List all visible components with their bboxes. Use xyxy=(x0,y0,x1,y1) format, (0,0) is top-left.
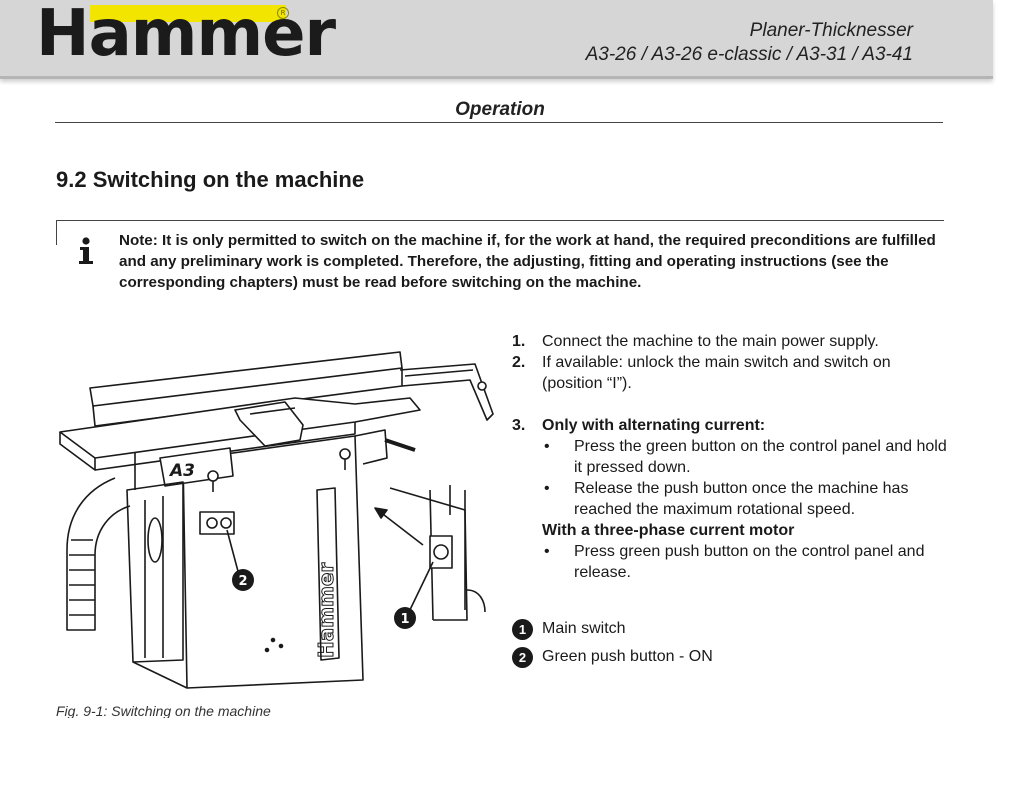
machine-figure: A3 Hammer 2 1 xyxy=(59,351,494,689)
section-label: Operation xyxy=(455,99,545,120)
svg-text:1: 1 xyxy=(400,612,409,627)
page-heading: 9.2 Switching on the machine xyxy=(56,167,365,192)
machine-side-brand: Hammer xyxy=(314,563,338,658)
brand-logo: Hammer xyxy=(36,0,336,71)
step-2: 2. If available: unlock the main switch … xyxy=(512,354,891,392)
legend-item: 1 Main switch xyxy=(512,615,713,643)
section-rule xyxy=(55,122,943,123)
three-phase-heading: With a three-phase current motor xyxy=(542,522,795,539)
model-list: A3-26 / A3-26 e-classic / A3-31 / A3-41 xyxy=(585,44,913,65)
document-header: R Hammer Planer-Thicknesser A3-26 / A3-2… xyxy=(0,0,993,79)
callout-2: 2 xyxy=(232,569,254,591)
logo-accent-bar xyxy=(90,5,286,22)
list-item: •Release the push button once the machin… xyxy=(544,480,909,518)
note-frame xyxy=(56,220,944,245)
callout-1: 1 xyxy=(394,607,416,629)
step-1: 1. Connect the machine to the main power… xyxy=(512,333,879,350)
list-item: •Press the green button on the control p… xyxy=(544,438,947,476)
svg-text:2: 2 xyxy=(238,574,247,589)
info-icon xyxy=(79,237,93,264)
instruction-steps: 1. Connect the machine to the main power… xyxy=(512,331,952,583)
product-name: Planer-Thicknesser xyxy=(749,20,913,41)
figure-legend: 1 Main switch 2 Green push button - ON xyxy=(512,615,713,671)
list-item: •Press green push button on the control … xyxy=(544,543,925,581)
figure-caption: Fig. 9-1: Switching on the machine xyxy=(56,703,271,718)
machine-model-label: A3 xyxy=(168,461,195,481)
note-text: Note: It is only permitted to switch on … xyxy=(119,232,936,291)
step-3: 3. Only with alternating current: xyxy=(512,417,766,434)
legend-item: 2 Green push button - ON xyxy=(512,643,713,671)
registered-mark-icon: R xyxy=(277,7,289,19)
